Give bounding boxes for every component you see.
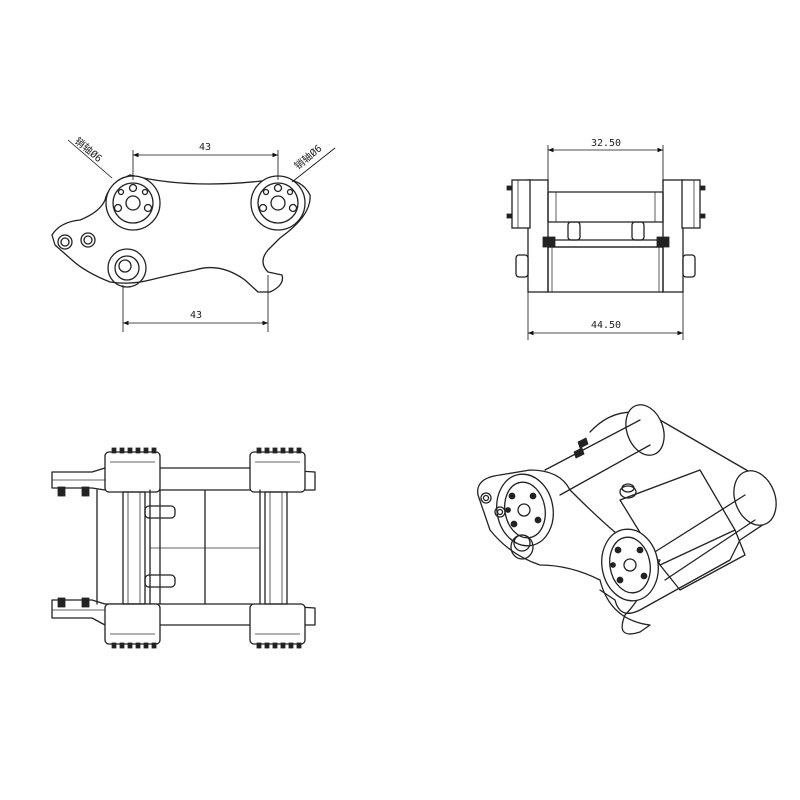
side-bottom-dimension: 43	[190, 310, 202, 321]
front-view: 32.50 44.50	[506, 138, 706, 340]
front-top-dimension: 32.50	[591, 138, 621, 149]
side-top-dimension: 43	[199, 142, 211, 153]
side-plate-outline	[51, 174, 311, 293]
side-callout-left: 销轴Ø6	[72, 134, 105, 165]
top-view	[51, 447, 316, 649]
isometric-view	[477, 404, 777, 635]
side-callout-right: 销轴Ø6	[292, 142, 325, 173]
front-bottom-dimension: 44.50	[591, 320, 621, 331]
side-view: 43 43 销轴Ø6 销轴Ø6	[51, 134, 336, 332]
